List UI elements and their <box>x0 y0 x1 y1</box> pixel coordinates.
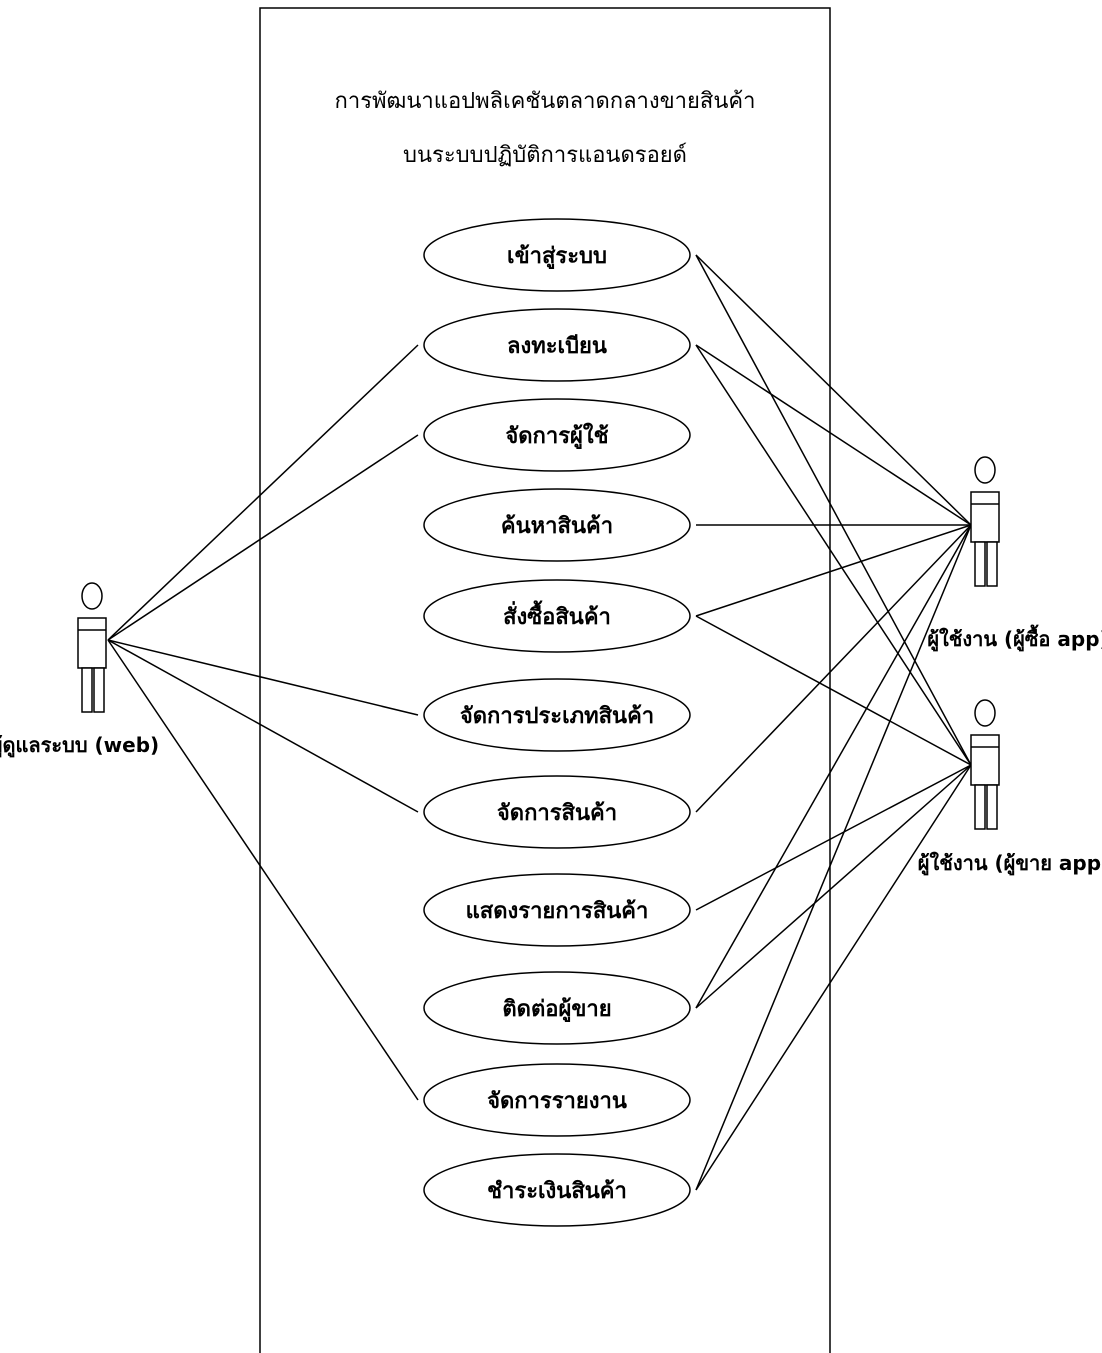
use-case-uc2[interactable]: ลงทะเบียน <box>423 308 691 382</box>
use-cases: เข้าสู่ระบบ ลงทะเบียน จัดการผู้ใช้ ค้นหา… <box>423 218 691 1227</box>
association-seller-uc9 <box>695 764 972 1009</box>
stick-figure-icon <box>970 456 1000 587</box>
use-case-uc11[interactable]: ชำระเงินสินค้า <box>423 1153 691 1227</box>
stick-figure-icon <box>970 699 1000 830</box>
association-buyer-uc9 <box>695 524 972 1009</box>
system-title-line2: บนระบบปฏิบัติการแอนดรอยด์ <box>403 143 687 168</box>
use-case-uc6[interactable]: จัดการประเภทสินค้า <box>423 678 691 752</box>
use-case-uc10[interactable]: จัดการรายงาน <box>423 1063 691 1137</box>
system-boundary <box>259 7 831 1353</box>
use-case-uc3[interactable]: จัดการผู้ใช้ <box>423 398 691 472</box>
use-case-ellipse <box>423 488 691 562</box>
system-title-line1: การพัฒนาแอปพลิเคชันตลาดกลางขายสินค้า <box>335 89 756 114</box>
use-case-uc5[interactable]: สั่งซื้อสินค้า <box>423 579 691 653</box>
association-buyer-uc5 <box>695 524 972 617</box>
use-case-uc4[interactable]: ค้นหาสินค้า <box>423 488 691 562</box>
association-buyer-uc2 <box>695 344 972 526</box>
use-case-ellipse <box>423 308 691 382</box>
use-case-uc7[interactable]: จัดการสินค้า <box>423 775 691 849</box>
association-admin-uc3 <box>107 434 419 641</box>
association-seller-uc1 <box>695 254 972 766</box>
association-seller-uc11 <box>695 764 972 1191</box>
association-admin-uc2 <box>107 344 419 641</box>
use-case-ellipse <box>423 218 691 292</box>
use-case-label: จัดการประเภทสินค้า <box>460 704 654 729</box>
use-case-ellipse <box>423 1153 691 1227</box>
association-buyer-uc11 <box>695 524 972 1191</box>
use-case-label: แสดงรายการสินค้า <box>466 899 649 924</box>
actor-label: ผู้ใช้งาน (ผู้ขาย app) <box>918 851 1102 877</box>
use-case-label: สั่งซื้อสินค้า <box>503 600 611 630</box>
actor-admin[interactable]: ผู้ดูแลระบบ (web) <box>0 582 159 759</box>
association-admin-uc10 <box>107 639 419 1101</box>
association-seller-uc8 <box>695 764 972 911</box>
use-case-label: จัดการผู้ใช้ <box>505 422 608 450</box>
association-admin-uc7 <box>107 639 419 813</box>
actor-label: ผู้ใช้งาน (ผู้ซื้อ app) <box>927 624 1102 653</box>
association-buyer-uc1 <box>695 254 972 526</box>
use-case-uc1[interactable]: เข้าสู่ระบบ <box>423 218 691 292</box>
use-case-label: จัดการรายงาน <box>487 1089 627 1114</box>
actor-label: ผู้ดูแลระบบ (web) <box>0 733 159 759</box>
use-case-ellipse <box>423 775 691 849</box>
stick-figure-icon <box>77 582 107 713</box>
actor-buyer[interactable]: ผู้ใช้งาน (ผู้ซื้อ app) <box>927 456 1102 653</box>
use-case-label: ค้นหาสินค้า <box>501 514 613 539</box>
association-seller-uc2 <box>695 344 972 766</box>
use-case-label: เข้าสู่ระบบ <box>507 244 607 270</box>
use-case-ellipse <box>423 1063 691 1137</box>
use-case-label: ติดต่อผู้ขาย <box>502 997 611 1023</box>
use-case-ellipse <box>423 678 691 752</box>
use-case-uc9[interactable]: ติดต่อผู้ขาย <box>423 971 691 1045</box>
use-case-ellipse <box>423 873 691 947</box>
use-case-uc8[interactable]: แสดงรายการสินค้า <box>423 873 691 947</box>
use-case-ellipse <box>423 579 691 653</box>
association-seller-uc5 <box>695 615 972 766</box>
use-case-label: จัดการสินค้า <box>497 801 617 826</box>
actor-seller[interactable]: ผู้ใช้งาน (ผู้ขาย app) <box>918 699 1102 877</box>
use-case-label: ลงทะเบียน <box>507 334 607 359</box>
use-case-ellipse <box>423 398 691 472</box>
association-admin-uc6 <box>107 639 419 716</box>
association-buyer-uc7 <box>695 524 972 813</box>
use-case-ellipse <box>423 971 691 1045</box>
use-case-label: ชำระเงินสินค้า <box>487 1179 627 1204</box>
associations <box>107 254 972 1191</box>
